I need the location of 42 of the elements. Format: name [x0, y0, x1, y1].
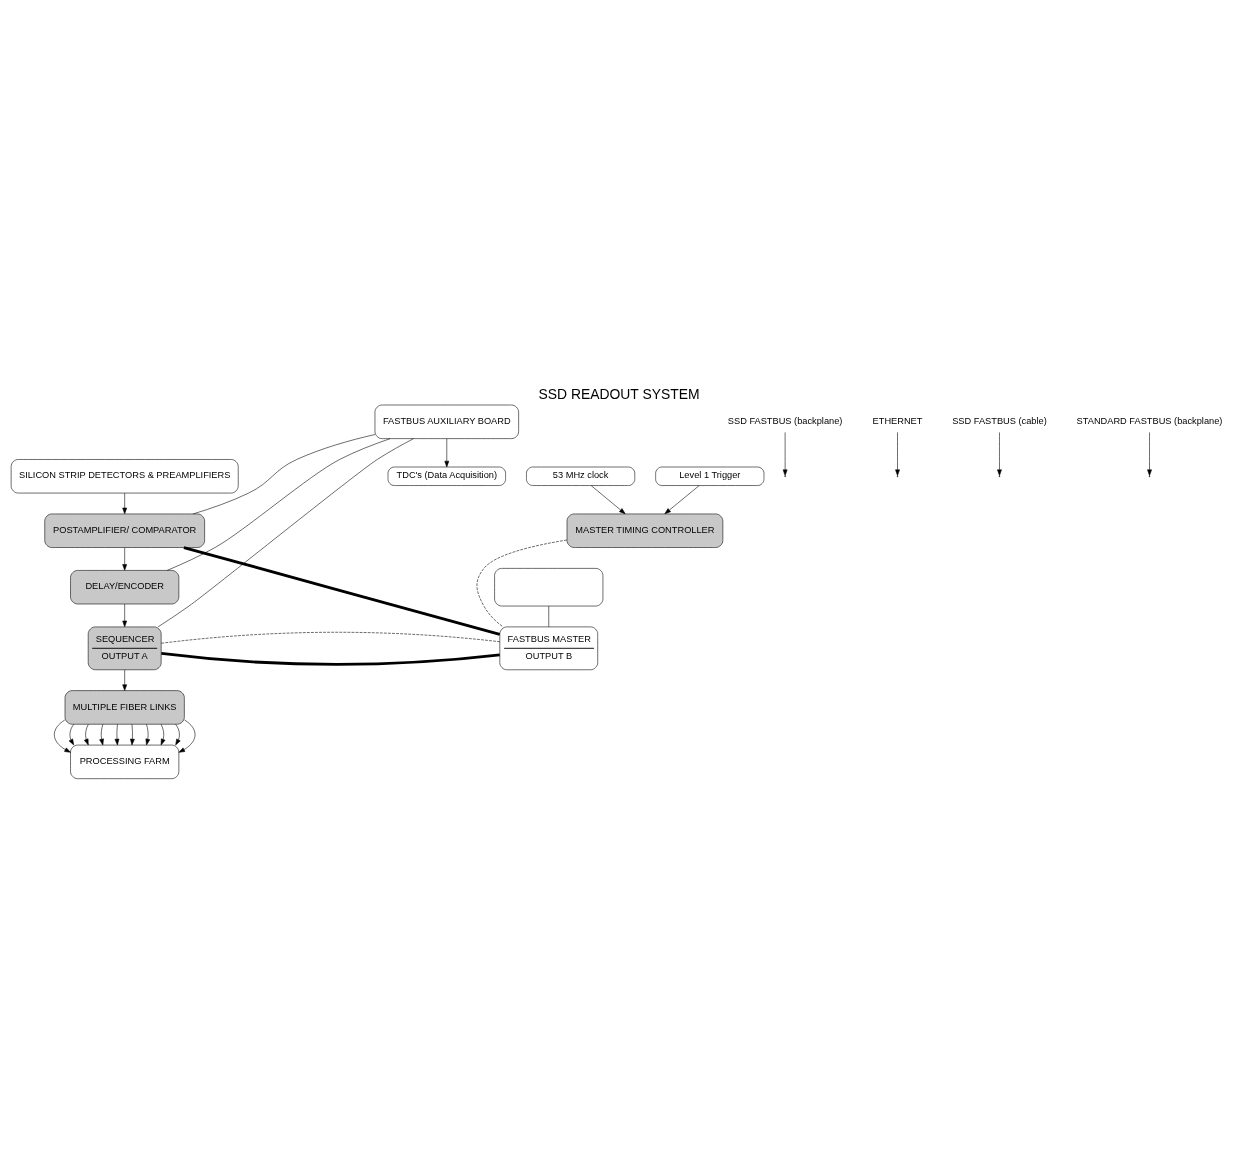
node-text: SSD FASTBUS (cable)	[952, 415, 1047, 426]
connector	[192, 433, 376, 514]
arrow	[145, 723, 151, 745]
node-box: SEQUENCER OUTPUT A	[87, 626, 162, 670]
node-box: POSTAMPLIFIER/ COMPARATOR	[44, 513, 205, 548]
node-box: FASTBUS AUXILIARY BOARD	[374, 404, 519, 439]
arrow	[114, 723, 120, 745]
arrow	[444, 437, 450, 467]
arrow	[590, 484, 626, 514]
connector	[183, 545, 501, 636]
arrow	[1147, 431, 1152, 476]
arrow	[130, 723, 135, 745]
node-box: SILICON STRIP DETECTORS & PREAMPLIFIERS	[10, 458, 239, 493]
node-box: TDC's (Data Acquisition)	[387, 466, 506, 486]
arrow	[122, 603, 127, 627]
diagram-title: SSD READOUT SYSTEM	[538, 385, 700, 402]
arrow	[122, 669, 127, 691]
node-box: 53 MHz clock	[526, 466, 636, 486]
arrow	[160, 723, 166, 745]
node-box: MASTER TIMING CONTROLLER	[566, 513, 724, 548]
arrow	[664, 484, 700, 514]
arrow	[84, 723, 89, 745]
node-box: Level 1 Trigger	[655, 466, 765, 486]
arrow	[997, 431, 1002, 476]
connector	[166, 437, 391, 571]
arrow	[175, 723, 181, 745]
node-text: SSD FASTBUS (backplane)	[727, 415, 843, 426]
node-box	[494, 567, 604, 606]
node-box: MULTIPLE FIBER LINKS	[64, 689, 185, 724]
node-text: ETHERNET	[872, 415, 923, 426]
connector	[161, 651, 500, 666]
arrow	[54, 719, 71, 753]
connector	[157, 437, 414, 627]
arrow	[99, 723, 104, 745]
node-text: STANDARD FASTBUS (backplane)	[1076, 415, 1223, 426]
arrow	[178, 719, 196, 753]
node-box: DELAY/ENCODER	[70, 569, 180, 604]
node-box: PROCESSING FARM	[70, 744, 180, 779]
arrow	[782, 431, 788, 476]
arrow	[68, 723, 75, 745]
arrow	[122, 492, 127, 514]
arrow	[122, 546, 127, 571]
